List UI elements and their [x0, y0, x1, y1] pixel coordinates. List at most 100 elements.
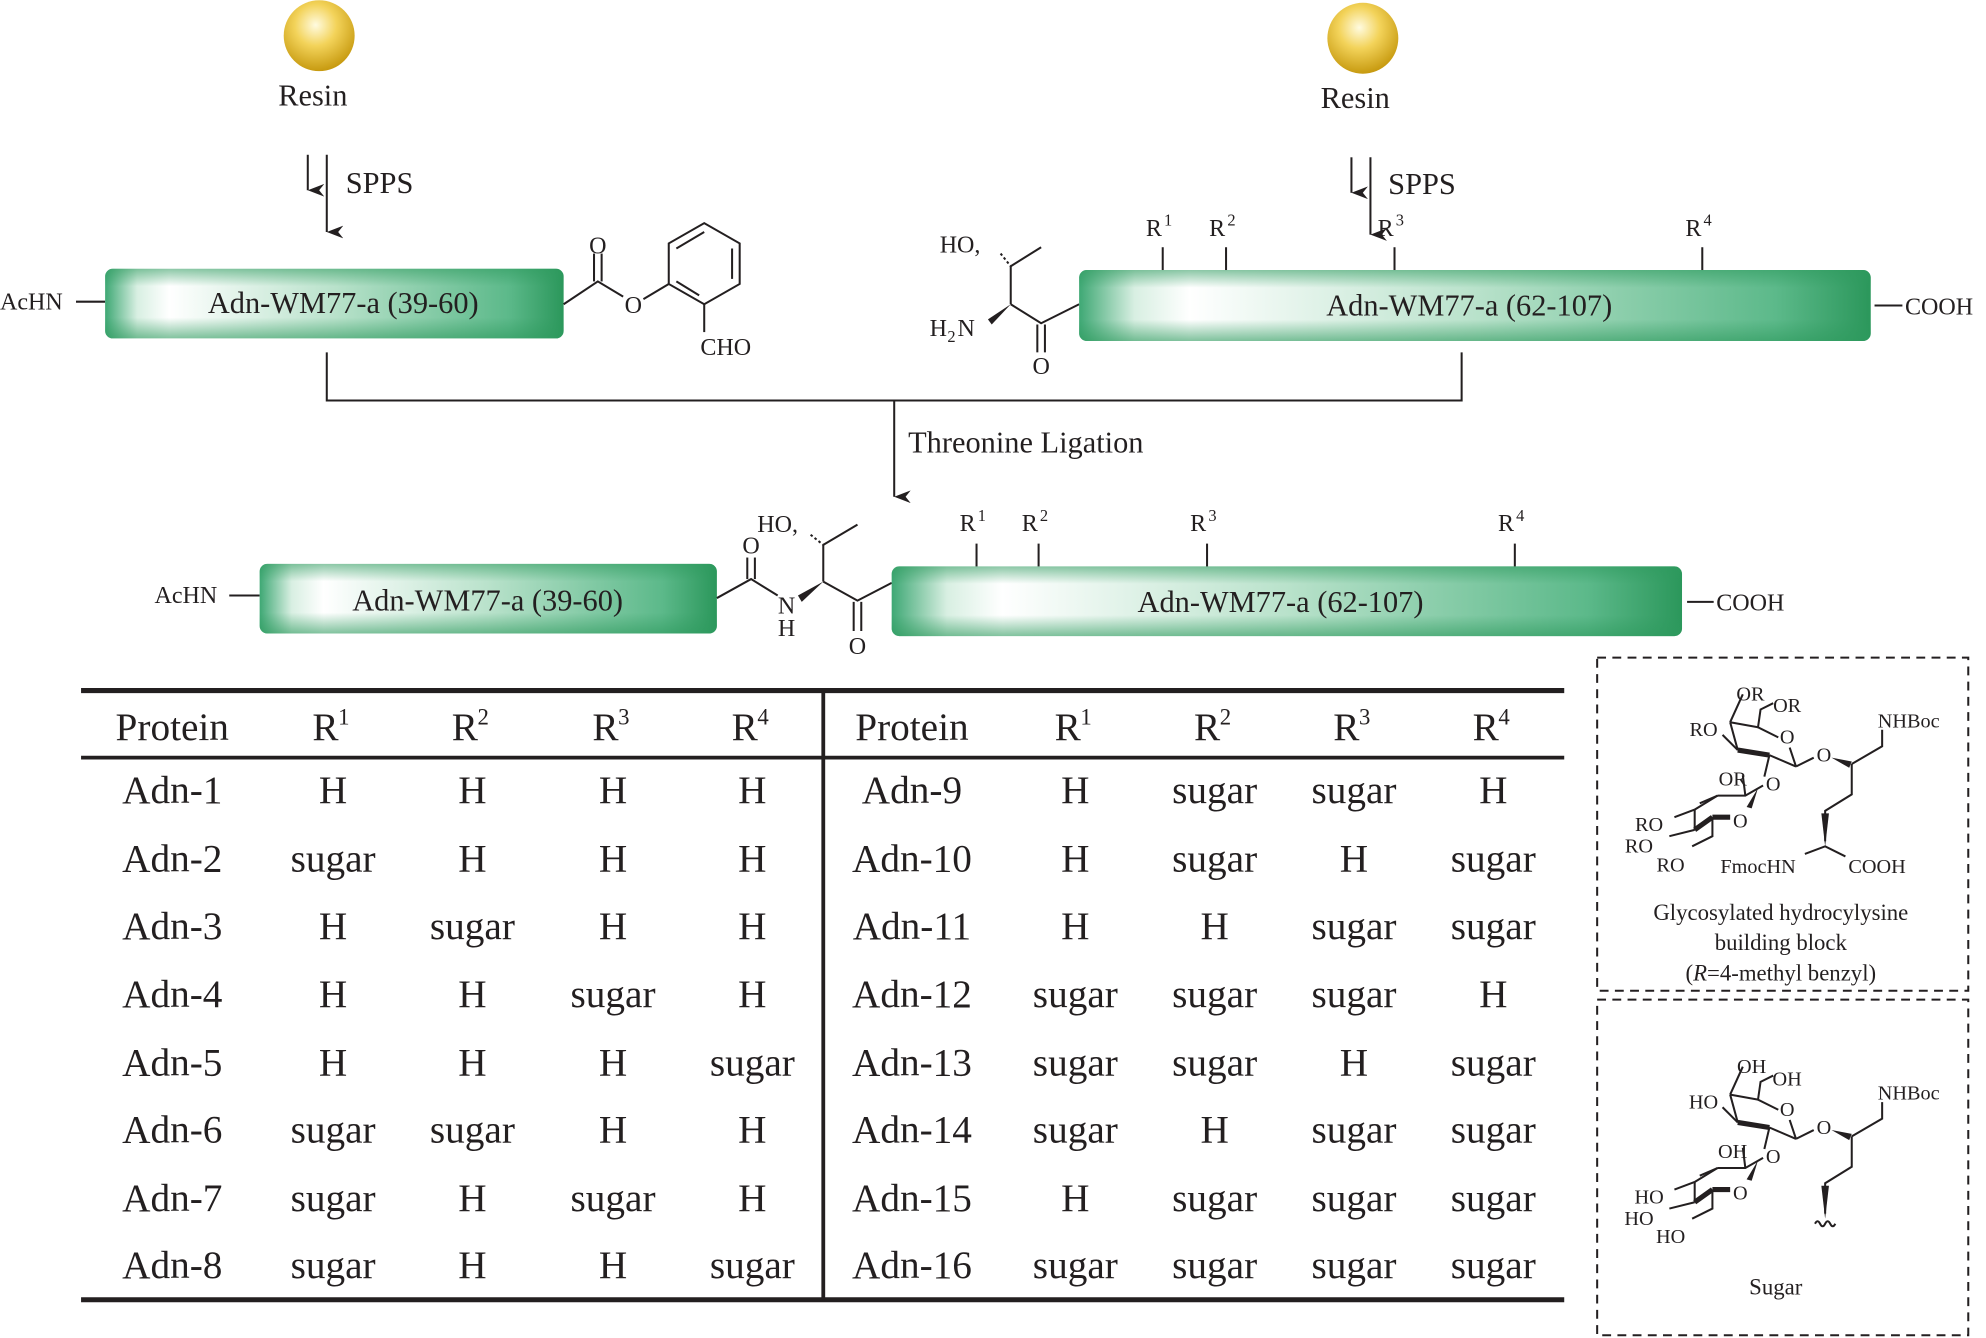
table-header-cell: R [1333, 706, 1360, 749]
r-value-cell: sugar [430, 1109, 515, 1152]
table-header-superscript: 2 [1220, 705, 1231, 730]
achn-group: AcHN [0, 289, 63, 315]
atom-label: O [1780, 727, 1795, 749]
r-site-label: R [1209, 216, 1225, 242]
r-site-superscript: 3 [1208, 506, 1216, 525]
r-value-cell: sugar [1451, 1244, 1536, 1287]
r-site-label: R [960, 511, 976, 537]
r-value-cell: sugar [1033, 1244, 1118, 1287]
resin-label: Resin [1321, 81, 1390, 115]
protein-name-cell: Adn-1 [122, 769, 222, 812]
achn-group: AcHN [155, 583, 218, 609]
atom-label: NHBoc [1878, 1083, 1940, 1105]
r-value-cell: sugar [1172, 838, 1257, 881]
atom-label: O [1766, 774, 1781, 796]
r-site-superscript: 2 [1227, 211, 1235, 230]
r-value-cell: H [458, 838, 486, 881]
r-value-cell: H [319, 973, 347, 1016]
atom-label: HO [1656, 1226, 1685, 1248]
protein-name-cell: Adn-5 [122, 1042, 222, 1085]
svg-text:O: O [589, 234, 606, 260]
bracket [325, 352, 1463, 402]
table-header-superscript: 3 [1359, 705, 1370, 730]
r-value-cell: H [458, 973, 486, 1016]
table-header-superscript: 1 [338, 705, 349, 730]
ligation-junction-structure: O N H HO, O [716, 512, 893, 660]
svg-text:N: N [958, 316, 975, 342]
spps-label: SPPS [346, 166, 414, 200]
protein-name-cell: Adn-8 [122, 1244, 222, 1287]
atom-label: HO [1634, 1186, 1663, 1208]
atom-label: FmocHN [1720, 856, 1796, 878]
table-header-cell: R [452, 706, 479, 749]
r-site-superscript: 4 [1704, 211, 1712, 230]
svg-text:O: O [742, 534, 759, 560]
r-value-cell: H [738, 838, 766, 881]
protein-name-cell: Adn-9 [862, 769, 962, 812]
svg-text:CHO: CHO [700, 335, 751, 361]
cooh-group: COOH [1905, 294, 1973, 320]
table-header-cell: Protein [855, 706, 969, 749]
salicylaldehyde-ester-structure: O O CHO [563, 221, 751, 361]
spps-label: SPPS [1388, 167, 1456, 201]
r-value-cell: H [319, 1042, 347, 1085]
building-block-caption: Glycosylated hydrocylysine [1653, 900, 1908, 925]
svg-text:O: O [1032, 354, 1049, 380]
r-value-cell: sugar [291, 1177, 376, 1220]
peptide-bar-62-107: Adn-WM77-a (62-107) [1079, 270, 1871, 341]
building-block-caption: building block [1715, 930, 1848, 955]
r-value-cell: sugar [1172, 1177, 1257, 1220]
atom-label: OR [1773, 695, 1802, 717]
r-value-cell: sugar [1451, 1109, 1536, 1152]
r-value-cell: sugar [1172, 1042, 1257, 1085]
r-value-cell: sugar [710, 1042, 795, 1085]
table-header-cell: R [592, 706, 619, 749]
protein-name-cell: Adn-16 [852, 1244, 972, 1287]
r-value-cell: H [458, 769, 486, 812]
r-value-cell: H [458, 1177, 486, 1220]
r-value-cell: H [319, 769, 347, 812]
table-header-cell: R [1473, 706, 1500, 749]
svg-text:N: N [778, 593, 795, 619]
svg-text:H: H [930, 316, 947, 342]
table-header-superscript: 4 [757, 705, 769, 730]
atom-label: O [1766, 1146, 1781, 1168]
r-value-cell: sugar [1451, 838, 1536, 881]
table-header-cell: R [732, 706, 759, 749]
r-value-cell: sugar [1172, 973, 1257, 1016]
r-value-cell: sugar [1311, 905, 1396, 948]
r-value-cell: H [1061, 1177, 1089, 1220]
r-value-cell: sugar [1451, 1177, 1536, 1220]
r-value-cell: H [599, 905, 627, 948]
r-site-label: R [1190, 511, 1206, 537]
atom-label: OH [1718, 1141, 1748, 1163]
protein-name-cell: Adn-3 [122, 905, 222, 948]
r-value-cell: H [599, 1042, 627, 1085]
table-header-superscript: 1 [1080, 705, 1091, 730]
atom-label: HO [1689, 1092, 1718, 1114]
resin-bead-icon [1327, 2, 1399, 74]
r-value-cell: sugar [571, 973, 656, 1016]
r-value-cell: H [458, 1244, 486, 1287]
r-value-cell: sugar [291, 1244, 376, 1287]
table-header-superscript: 4 [1498, 705, 1510, 730]
protein-name-cell: Adn-7 [122, 1177, 222, 1220]
r-value-cell: sugar [1311, 1109, 1396, 1152]
peptide-label: Adn-WM77-a (39-60) [352, 584, 623, 618]
protein-name-cell: Adn-11 [853, 905, 971, 948]
atom-label: O [1817, 1117, 1832, 1139]
r-value-cell: H [1200, 1109, 1228, 1152]
atom-label: RO [1635, 814, 1663, 836]
r-value-cell: sugar [1451, 1042, 1536, 1085]
peptide-label: Adn-WM77-a (62-107) [1138, 585, 1424, 619]
